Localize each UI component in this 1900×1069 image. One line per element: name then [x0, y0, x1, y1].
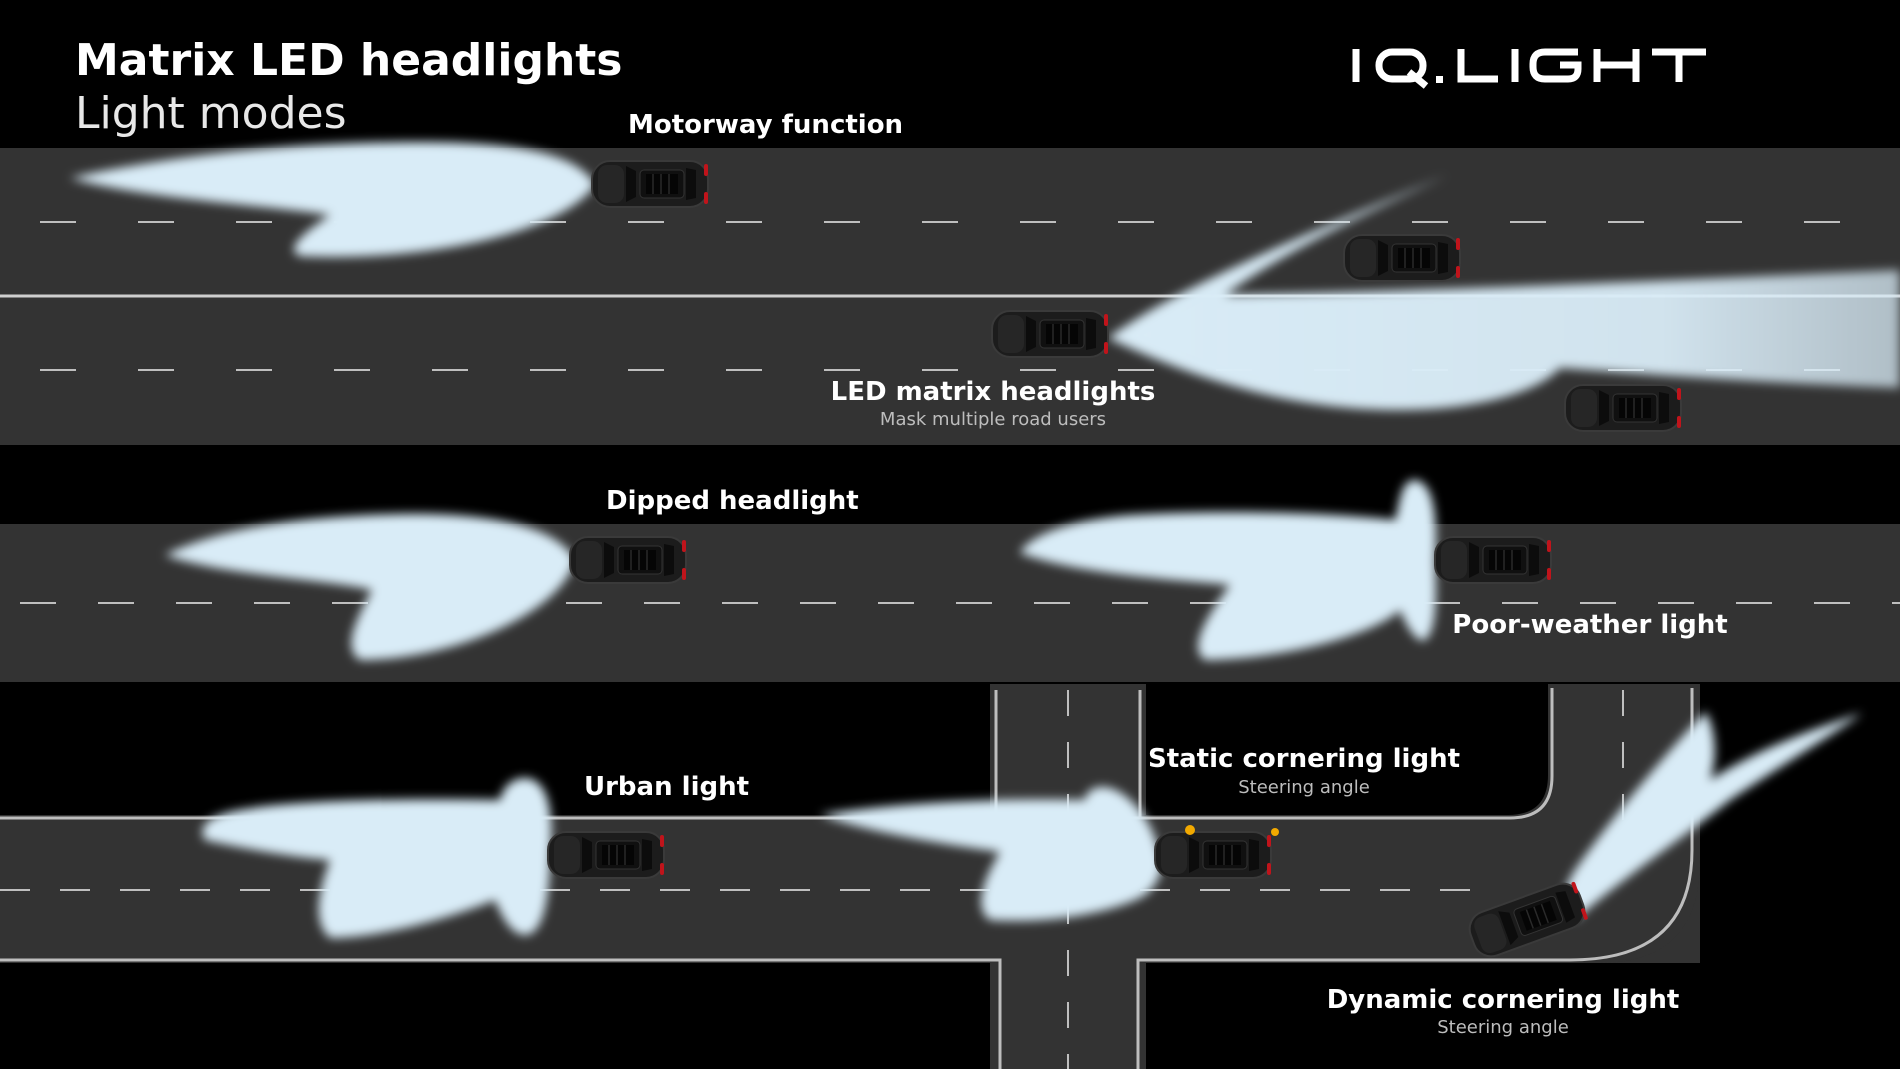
motorway-function-label: Motorway function [628, 110, 904, 140]
indicator-light-rear [1271, 828, 1279, 836]
oncoming-car-1 [1343, 234, 1461, 282]
static-cornering-car [1154, 831, 1272, 879]
static-cornering-beam [820, 786, 1162, 921]
dynamic-cornering-caption: Steering angle [1437, 1017, 1569, 1038]
matrix-beam [1108, 175, 1900, 410]
dipped-headlight-label: Dipped headlight [606, 486, 859, 516]
urban-light-label: Urban light [584, 772, 750, 802]
static-cornering-caption: Steering angle [1238, 777, 1370, 798]
urban-car [547, 831, 665, 879]
poor-weather-label: Poor-weather light [1452, 610, 1728, 640]
dipped-car [569, 536, 687, 584]
light-beams [70, 142, 1900, 938]
led-matrix-caption: Mask multiple road users [879, 409, 1107, 430]
oncoming-car-2 [1564, 384, 1682, 432]
motorway-beam [70, 142, 595, 257]
static-cornering-label: Static cornering light [1147, 744, 1461, 774]
led-matrix-label: LED matrix headlights [830, 377, 1156, 407]
page-title: Matrix LED headlights [75, 35, 623, 86]
iq-light-logo [1352, 48, 1706, 89]
poor-weather-beam [1020, 480, 1436, 660]
indicator-light [1185, 825, 1195, 835]
poor-weather-car [1434, 536, 1552, 584]
dynamic-cornering-label: Dynamic cornering light [1326, 985, 1680, 1015]
motorway-car [591, 160, 709, 208]
cars [547, 160, 1682, 963]
matrix-car [991, 310, 1109, 358]
dipped-beam [165, 513, 575, 660]
dynamic-cornering-beam [1564, 712, 1862, 920]
urban-beam [202, 778, 552, 938]
page-subtitle: Light modes [75, 88, 347, 139]
